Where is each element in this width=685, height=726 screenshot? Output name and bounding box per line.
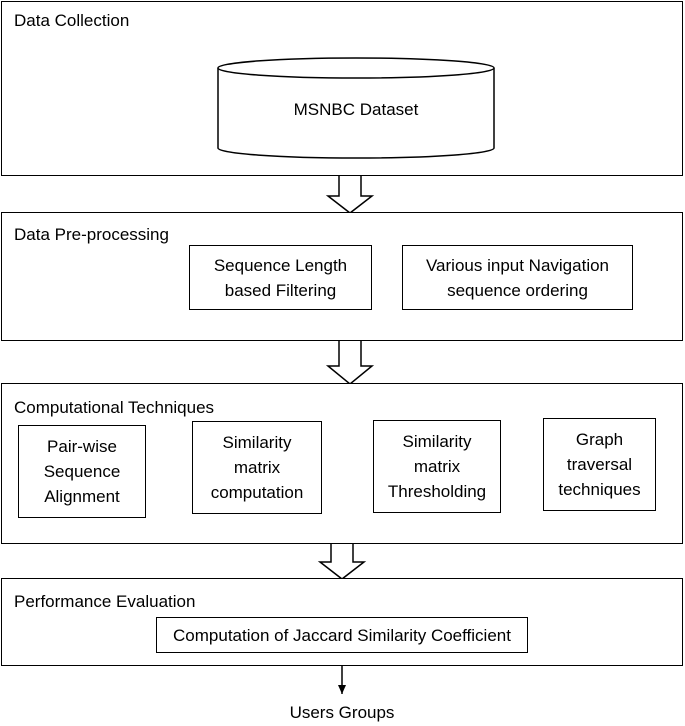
step-navigation-sequence-ordering: Various input Navigation sequence orderi… (402, 245, 633, 310)
panel-title-performance-evaluation: Performance Evaluation (14, 592, 196, 611)
step-jaccard-similarity-computation: Computation of Jaccard Similarity Coeffi… (156, 617, 528, 653)
step-similarity-matrix-thresholding: Similarity matrix Thresholding (373, 420, 501, 513)
block-arrow-preprocessing-to-computational (325, 339, 375, 385)
step-sequence-length-filtering: Sequence Length based Filtering (189, 245, 372, 310)
step-label: Similarity matrix Thresholding (387, 432, 487, 501)
block-arrow-computational-to-evaluation (317, 542, 367, 580)
panel-title-data-preprocessing: Data Pre-processing (14, 225, 169, 244)
step-label: Pair-wise Sequence Alignment (43, 437, 121, 506)
panel-title-computational-techniques: Computational Techniques (14, 398, 215, 417)
block-arrow-collection-to-preprocessing (325, 174, 375, 214)
dataset-label: MSNBC Dataset (293, 100, 419, 119)
panel-title-data-collection: Data Collection (14, 11, 130, 30)
step-label: Graph traversal techniques (558, 430, 641, 499)
step-label: Various input Navigation sequence orderi… (425, 255, 609, 300)
output-users-groups: Users Groups (289, 703, 395, 722)
step-pairwise-sequence-alignment: Pair-wise Sequence Alignment (18, 425, 146, 518)
step-label: Sequence Length based Filtering (213, 255, 348, 300)
step-similarity-matrix-computation: Similarity matrix computation (192, 421, 322, 514)
step-label: Computation of Jaccard Similarity Coeffi… (173, 625, 511, 645)
step-graph-traversal-techniques: Graph traversal techniques (543, 418, 656, 511)
step-label: Similarity matrix computation (210, 433, 304, 502)
